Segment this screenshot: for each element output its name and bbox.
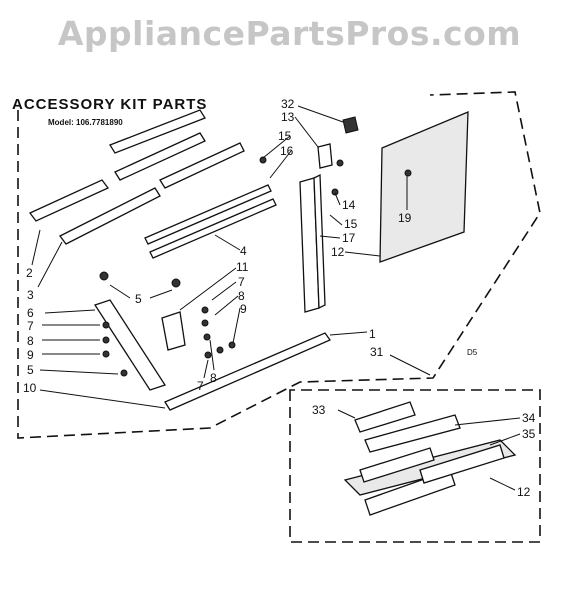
callout-3: 3 (27, 288, 34, 302)
callout-12: 12 (517, 485, 531, 499)
side-panel (379, 111, 469, 263)
callout-5: 5 (135, 292, 142, 306)
rail-parts (144, 184, 277, 259)
callout-6: 6 (27, 306, 34, 320)
callout-7: 7 (27, 319, 34, 333)
callout-11: 11 (236, 260, 249, 274)
diagram-title: ACCESSORY KIT PARTS (12, 96, 207, 113)
callout-8: 8 (27, 334, 34, 348)
callout-5: 5 (27, 363, 34, 377)
callout-7: 7 (197, 379, 204, 393)
callout-14: 14 (342, 198, 356, 212)
callout-2: 2 (26, 266, 33, 280)
callout-19: 19 (398, 211, 412, 225)
model-number: Model: 106.7781890 (48, 118, 123, 127)
sub-kit-outline (289, 389, 541, 543)
fasteners (99, 156, 412, 377)
callout-15: 15 (278, 129, 292, 143)
watermark: AppliancePartsPros.com (57, 14, 522, 53)
callout-17: 17 (342, 231, 356, 245)
callout-32: 32 (281, 97, 295, 111)
callout-7: 7 (238, 275, 245, 289)
bracket (317, 143, 333, 169)
section-code: D5 (467, 348, 478, 357)
leader-lines (31, 105, 521, 491)
callout-16: 16 (280, 144, 294, 158)
kit-outline (17, 91, 541, 439)
clip (342, 116, 359, 134)
callout-4: 4 (240, 244, 247, 258)
callout-8: 8 (210, 371, 217, 385)
callout-34: 34 (522, 411, 536, 425)
callout-13: 13 (281, 110, 295, 124)
callout-12: 12 (331, 245, 345, 259)
callout-1: 1 (369, 327, 376, 341)
callout-15: 15 (344, 217, 358, 231)
sub-kit-parts (343, 401, 517, 516)
callout-35: 35 (522, 427, 536, 441)
callout-9: 9 (240, 302, 247, 316)
callout-33: 33 (312, 403, 326, 417)
callout-31: 31 (370, 345, 384, 359)
leg-parts (93, 299, 331, 411)
callout-9: 9 (27, 348, 34, 362)
callout-8: 8 (238, 289, 245, 303)
vertical-post (299, 173, 326, 313)
callout-10: 10 (23, 381, 37, 395)
channel-parts (28, 109, 245, 245)
